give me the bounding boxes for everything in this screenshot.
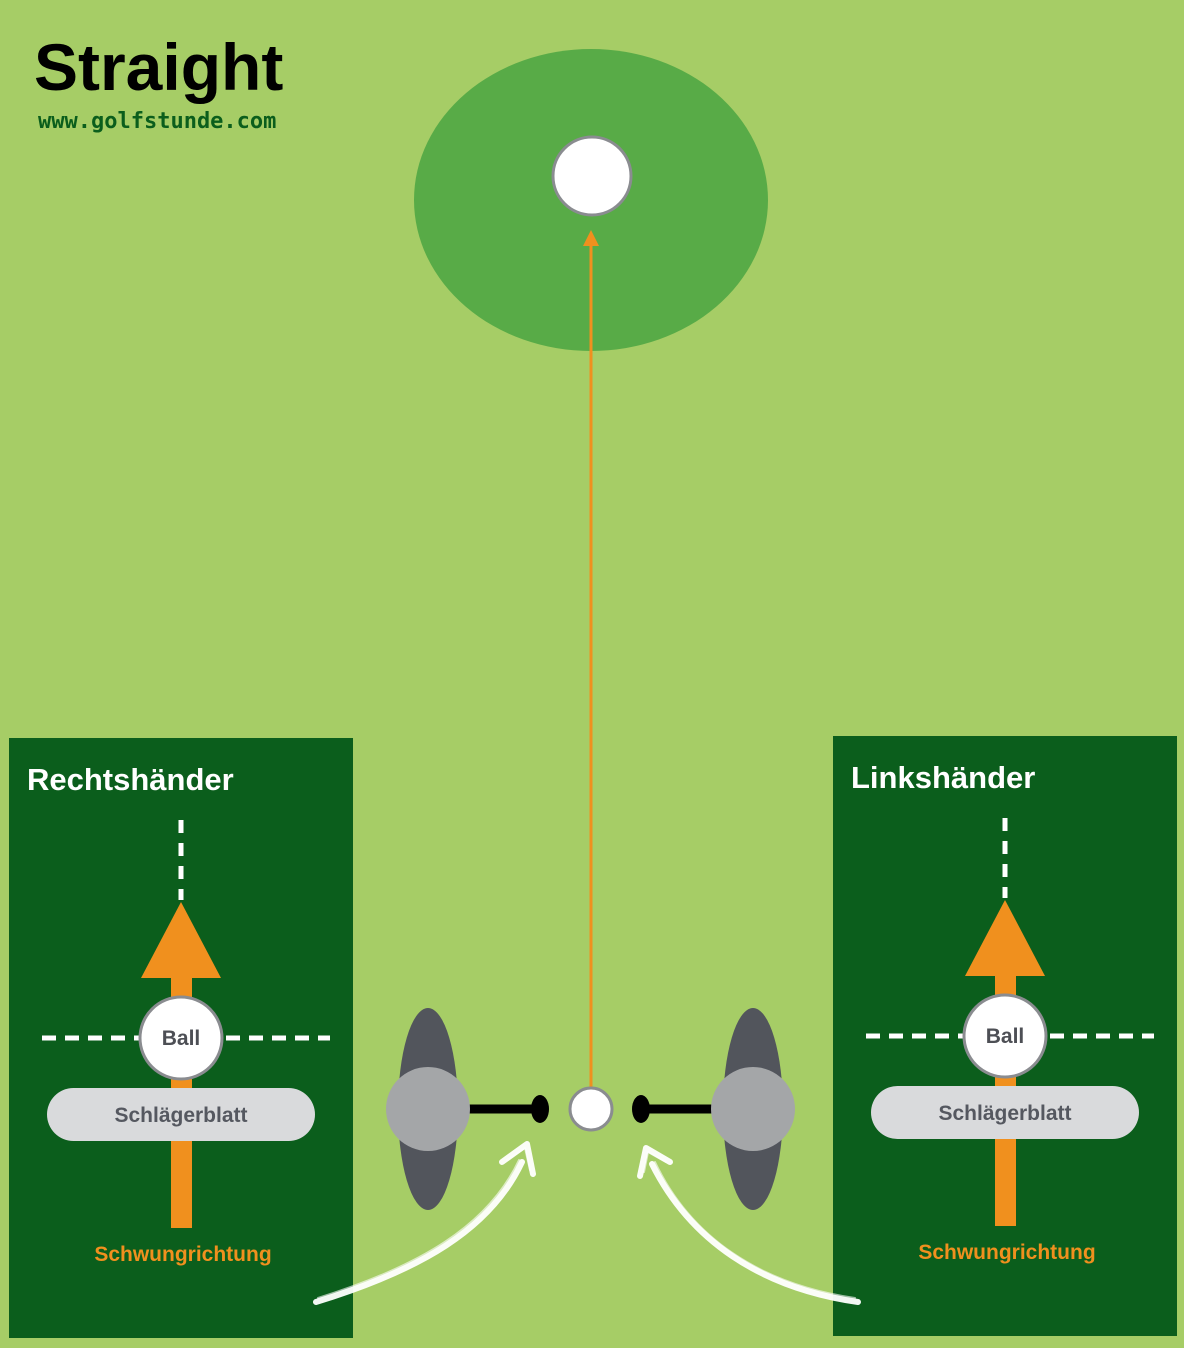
ball-label: Ball: [162, 1027, 201, 1050]
clubface-bar: [47, 1088, 315, 1141]
golf-club-head: [632, 1095, 650, 1123]
ball-flight-arrowhead: [583, 230, 599, 246]
ball-marker: [138, 995, 224, 1081]
golf-club-head: [531, 1095, 549, 1123]
golfer-head: [711, 1067, 795, 1151]
target-hole: [551, 135, 633, 217]
page-title: Straight: [34, 30, 283, 104]
golfer-right-handed: [386, 1008, 549, 1210]
callout-arrow-left: [313, 1141, 536, 1305]
swing-path-arrowhead: [141, 902, 221, 978]
clubface-bar: [871, 1086, 1139, 1139]
panel-right-handed-title: Rechtshänder: [27, 762, 234, 797]
swing-direction-label: Schwungrichtung: [94, 1243, 271, 1266]
panel-right-handed: Rechtshänder Ball Schlägerblatt Schwungr…: [9, 738, 353, 1338]
panel-left-handed-title: Linkshänder: [851, 760, 1035, 795]
panel-left-handed: Linkshänder Ball Schlägerblatt Schwungri…: [833, 736, 1177, 1336]
golfer-left-handed: [632, 1008, 795, 1210]
golfer-head: [386, 1067, 470, 1151]
website-url: www.golfstunde.com: [38, 109, 276, 134]
clubface-label: Schlägerblatt: [114, 1104, 247, 1127]
clubface-label: Schlägerblatt: [938, 1102, 1071, 1125]
ball-marker: [962, 993, 1048, 1079]
callout-arrow-right: [637, 1145, 861, 1305]
swing-direction-label: Schwungrichtung: [918, 1241, 1095, 1264]
swing-path-arrowhead: [965, 900, 1045, 976]
ball-label: Ball: [986, 1025, 1025, 1048]
golf-ball: [568, 1086, 614, 1132]
